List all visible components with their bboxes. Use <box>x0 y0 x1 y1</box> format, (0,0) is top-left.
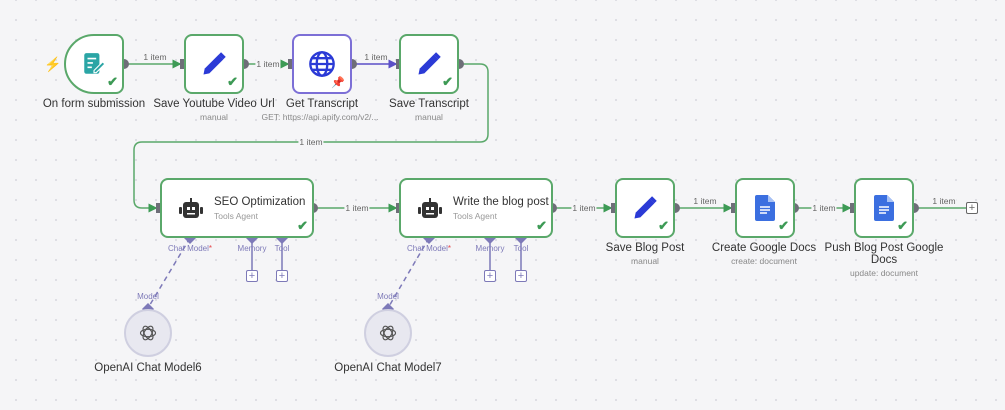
node-subtitle: manual <box>200 112 228 122</box>
node-title: Get Transcript <box>285 98 359 110</box>
pencil-icon <box>418 52 441 75</box>
edge-label: 1 item <box>142 52 168 62</box>
node-openai-chat-model6[interactable] <box>124 309 172 357</box>
node-title: Push Blog Post Google <box>824 242 944 254</box>
port-label-chat-model: Chat Model* <box>406 244 452 253</box>
add-tool-button[interactable]: + <box>515 270 527 282</box>
node-subtitle: Tools Agent <box>214 211 258 221</box>
node-title: Save Youtube Video Url <box>153 98 275 110</box>
node-title: Save Transcript <box>389 98 469 110</box>
node-save-transcript[interactable]: ✔ <box>399 34 459 94</box>
node-title: OpenAI Chat Model6 <box>94 362 202 374</box>
node-title: Write the blog post <box>453 196 549 208</box>
node-subtitle: create: document <box>731 256 797 266</box>
node-subtitle: GET: https://api.apify.com/v2/... <box>261 112 379 122</box>
node-get-transcript[interactable]: 📌 <box>292 34 352 94</box>
globe-icon <box>309 51 335 77</box>
add-memory-button[interactable]: + <box>484 270 496 282</box>
add-memory-button[interactable]: + <box>246 270 258 282</box>
success-check-icon: ✔ <box>897 218 908 233</box>
success-check-icon: ✔ <box>442 74 453 89</box>
success-check-icon: ✔ <box>227 74 238 89</box>
node-openai-chat-model7[interactable] <box>364 309 412 357</box>
node-create-google-docs[interactable]: ✔ <box>735 178 795 238</box>
edge-label: 1 item <box>931 196 957 206</box>
node-subtitle: Tools Agent <box>453 211 497 221</box>
pin-icon: 📌 <box>331 77 345 89</box>
node-title: Create Google Docs <box>711 242 817 254</box>
node-subtitle: manual <box>631 256 659 266</box>
success-check-icon: ✔ <box>536 218 547 233</box>
pencil-icon <box>634 196 657 219</box>
edge <box>147 237 191 309</box>
google-docs-icon <box>874 195 894 221</box>
edge-label: 1 item <box>692 196 718 206</box>
node-title-line2: Docs <box>870 254 898 266</box>
port-label-memory: Memory <box>237 244 267 253</box>
success-check-icon: ✔ <box>297 218 308 233</box>
node-title: SEO Optimization <box>214 196 306 208</box>
node-seo-optimization[interactable]: SEO Optimization Tools Agent ✔ <box>160 178 314 238</box>
edge-label: 1 item <box>811 203 837 213</box>
pencil-icon <box>203 52 226 75</box>
success-check-icon: ✔ <box>658 218 669 233</box>
node-title: OpenAI Chat Model7 <box>334 362 442 374</box>
node-title: Save Blog Post <box>605 242 685 254</box>
edge-label: 1 item <box>344 203 370 213</box>
port-label-memory: Memory <box>475 244 505 253</box>
robot-icon <box>179 198 203 218</box>
port-label-tool: Tool <box>274 244 290 253</box>
node-push-blog-post-google-docs[interactable]: ✔ <box>854 178 914 238</box>
openai-icon <box>139 325 157 341</box>
node-subtitle: manual <box>415 112 443 122</box>
edge-label: 1 item <box>363 52 389 62</box>
node-subtitle: update: document <box>849 268 919 278</box>
port-label-chat-model: Chat Model* <box>167 244 213 253</box>
port-label-model: Model <box>377 292 399 301</box>
openai-icon <box>379 325 397 341</box>
node-save-youtube-url[interactable]: ✔ <box>184 34 244 94</box>
edge-label: 1 item <box>571 203 597 213</box>
add-node-button[interactable]: + <box>966 202 978 214</box>
edge-label: 1 item <box>255 59 281 69</box>
form-icon <box>84 53 106 74</box>
port-label-tool: Tool <box>513 244 529 253</box>
add-tool-button[interactable]: + <box>276 270 288 282</box>
success-check-icon: ✔ <box>107 74 118 89</box>
port-label-model: Model <box>137 292 159 301</box>
node-save-blog-post[interactable]: ✔ <box>615 178 675 238</box>
edge-label: 1 item <box>298 137 324 147</box>
google-docs-icon <box>755 195 775 221</box>
node-write-blog-post[interactable]: Write the blog post Tools Agent ✔ <box>399 178 553 238</box>
node-on-form-submission[interactable]: ✔ <box>64 34 124 94</box>
success-check-icon: ✔ <box>778 218 789 233</box>
edge <box>387 237 430 309</box>
robot-icon <box>418 198 442 218</box>
node-title: On form submission <box>42 98 146 110</box>
trigger-bolt-icon: ⚡ <box>44 56 62 72</box>
